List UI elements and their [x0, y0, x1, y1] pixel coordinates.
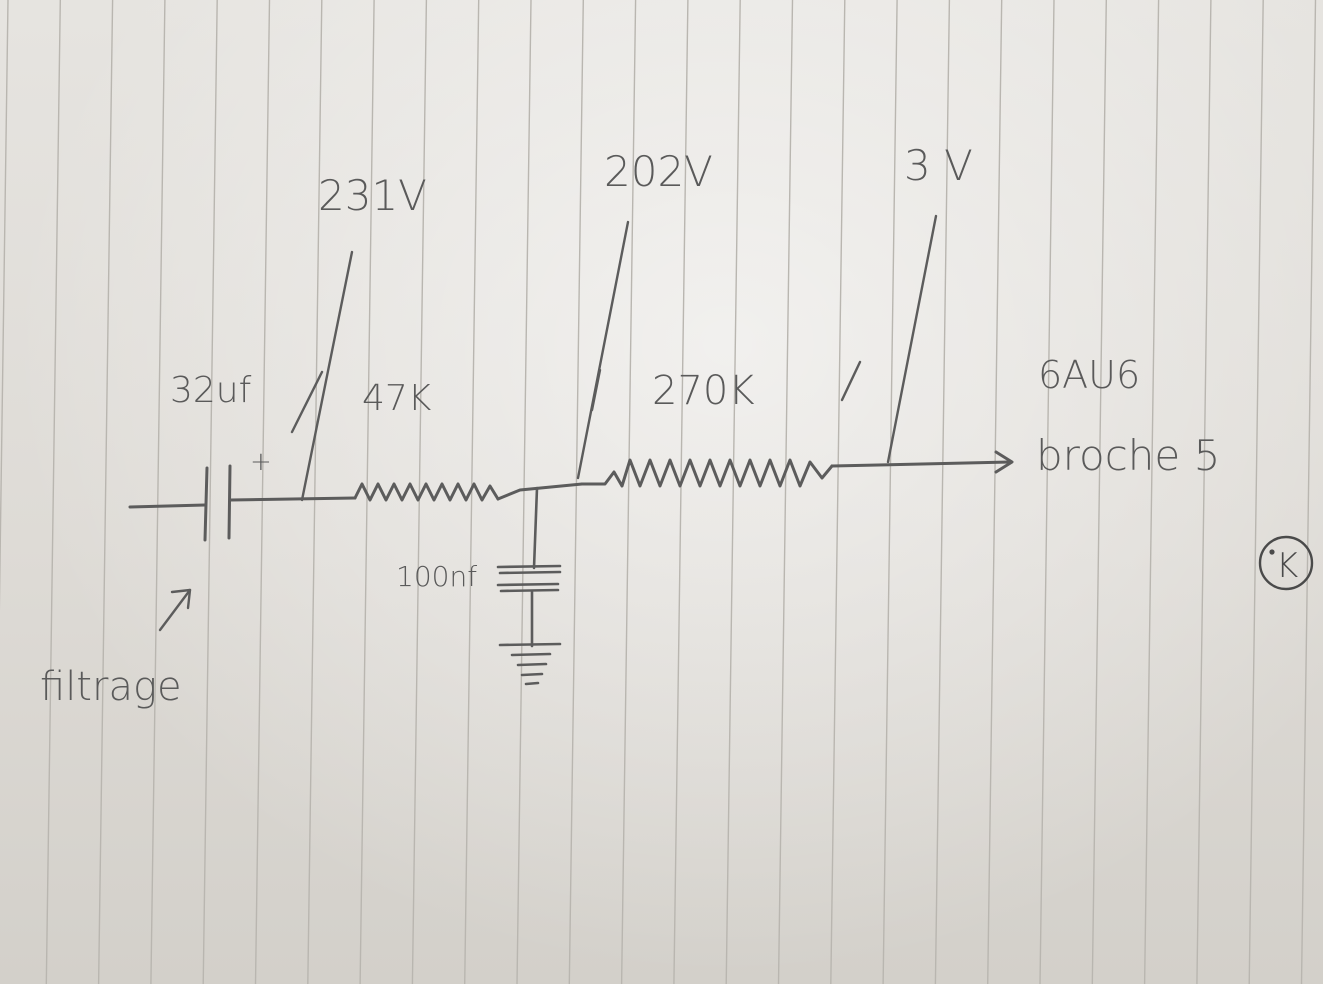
- paper-rule-line: [1248, 0, 1264, 984]
- circled-k-stamp: K: [1258, 535, 1314, 591]
- leader-line-r2-label-right: [840, 360, 862, 402]
- paper-rule-line: [1091, 0, 1107, 984]
- input-wire: [128, 503, 207, 509]
- voltage-label-3v: 3 V: [904, 141, 973, 190]
- decoupling-cap-plate-top-2: [498, 570, 562, 575]
- label-capacitor-plus: +: [250, 447, 272, 477]
- paper-rule-line: [830, 0, 846, 984]
- resistor-47k: [353, 482, 500, 502]
- decoupling-cap-plate-bottom: [496, 582, 560, 587]
- paper-rule-line: [45, 0, 61, 984]
- paper-rule-line: [307, 0, 323, 984]
- wire-r1-to-node: [496, 482, 584, 501]
- label-filtrage-note: filtrage: [40, 664, 182, 710]
- filter-capacitor-plate-right: [227, 464, 232, 540]
- filtrage-arrow-head: [170, 588, 192, 610]
- paper-rule-line: [620, 0, 637, 984]
- paper-rule-line: [1196, 0, 1212, 984]
- leader-line-3v: [886, 214, 938, 464]
- resistor-270k: [580, 458, 834, 488]
- output-wire: [830, 460, 1012, 468]
- voltage-label-231v: 231V: [318, 171, 427, 220]
- label-resistor-47k: 47K: [362, 378, 432, 419]
- paper-rule-line: [254, 0, 271, 984]
- voltage-label-202v: 202V: [604, 147, 713, 196]
- leader-line-cap-label: [290, 370, 324, 434]
- leader-line-r2-label: [590, 368, 602, 412]
- ground-bar-5: [524, 681, 540, 686]
- ground-bar-1: [498, 642, 562, 647]
- paper-rule-line: [725, 0, 741, 984]
- label-decoupling-capacitor: 100nf: [396, 560, 477, 593]
- paper-rule-line: [1300, 0, 1317, 984]
- ground-bar-3: [516, 662, 548, 667]
- paper-rule-line: [1143, 0, 1160, 984]
- label-tube-pin: broche 5: [1036, 431, 1220, 480]
- wire-node-to-decoupling-cap: [532, 486, 539, 570]
- label-tube-type: 6AU6: [1038, 353, 1140, 397]
- paper-rule-line: [516, 0, 532, 984]
- output-arrow-head: [994, 450, 1014, 474]
- paper-rule-line: [777, 0, 794, 984]
- stamp-letter: K: [1276, 546, 1298, 586]
- paper-rule-line: [97, 0, 114, 984]
- label-resistor-270k: 270K: [652, 368, 755, 414]
- paper-rule-line: [568, 0, 584, 984]
- paper-rule-line: [1039, 0, 1055, 984]
- paper-rule-line: [150, 0, 166, 984]
- paper-rule-line: [934, 0, 951, 984]
- decoupling-cap-plate-bottom-2: [499, 588, 560, 593]
- ground-bar-2: [510, 652, 552, 657]
- filter-capacitor-plate-left: [203, 466, 209, 542]
- filtrage-arrow-shaft: [158, 588, 192, 632]
- wire-cap-to-r1: [229, 496, 357, 502]
- paper-rule-line: [0, 0, 9, 612]
- paper-rule-line: [464, 0, 480, 984]
- paper-rule-line: [202, 0, 218, 984]
- paper-rule-line: [987, 0, 1003, 984]
- paper-rule-line: [673, 0, 689, 984]
- decoupling-cap-plate-top: [496, 564, 562, 569]
- label-filter-capacitor: 32uf: [170, 370, 252, 411]
- paper-rule-line: [882, 0, 898, 984]
- paper-rule-line: [411, 0, 428, 984]
- ground-bar-4: [520, 672, 544, 677]
- leader-line-231v: [300, 250, 354, 502]
- leader-line-202v: [576, 220, 630, 480]
